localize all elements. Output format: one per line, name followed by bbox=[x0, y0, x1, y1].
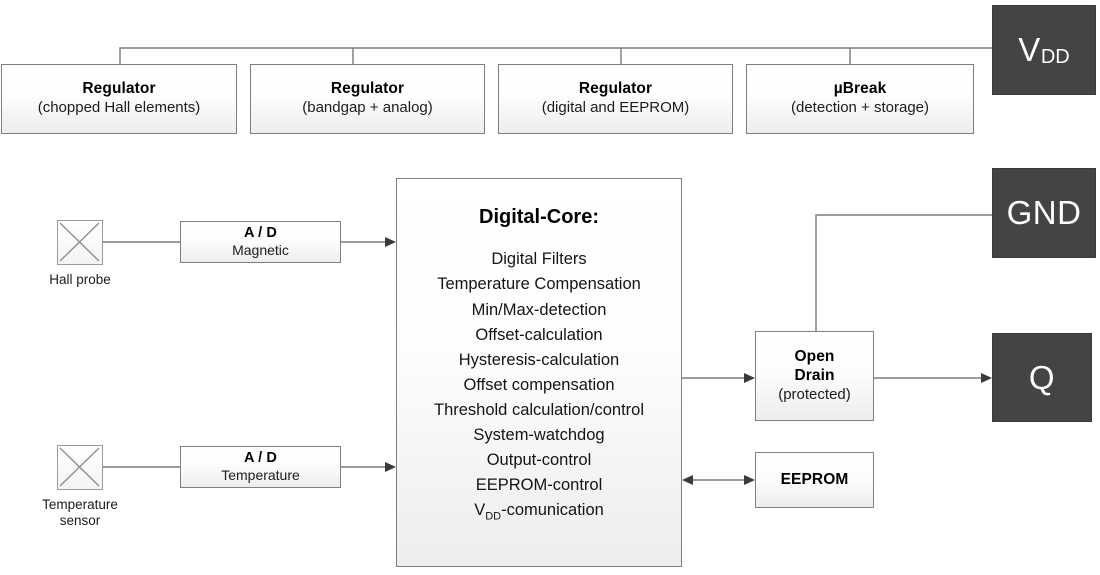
regulator-chopped-hall-title: Regulator bbox=[82, 80, 156, 98]
core-function-item: Offset-calculation bbox=[475, 325, 603, 344]
gnd-pad-label: GND bbox=[1006, 194, 1082, 231]
core-function-item: EEPROM-control bbox=[475, 476, 603, 495]
open-drain-line3: (protected) bbox=[778, 385, 851, 403]
adc-magnetic-title: A / D bbox=[244, 224, 277, 241]
adc-magnetic-subtitle: Magnetic bbox=[232, 242, 289, 259]
regulator-bandgap-analog-title: Regulator bbox=[330, 80, 405, 98]
regulator-chopped-hall-block[interactable]: Regulator (chopped Hall elements) bbox=[1, 64, 237, 134]
regulator-chopped-hall-subtitle: (chopped Hall elements) bbox=[37, 99, 201, 117]
q-pad-label: Q bbox=[1028, 358, 1056, 396]
arrowhead-eeprom-to-core bbox=[682, 475, 693, 485]
core-function-item: Output-control bbox=[486, 451, 592, 470]
ubreak-block[interactable]: µBreak (detection + storage) bbox=[746, 64, 974, 134]
core-function-item: Threshold calculation/control bbox=[433, 400, 645, 419]
temperature-sensor-caption-line1: Temperature bbox=[42, 497, 118, 512]
temperature-sensor-icon bbox=[57, 445, 103, 490]
digital-core-block[interactable]: Digital-Core: Digital Filters Temperatur… bbox=[396, 178, 682, 567]
open-drain-line2: Drain bbox=[794, 366, 835, 384]
arrowhead-core-to-eeprom bbox=[744, 475, 755, 485]
ubreak-subtitle: (detection + storage) bbox=[791, 99, 929, 117]
hall-probe-caption: Hall probe bbox=[49, 272, 111, 287]
core-vdd-suffix: -comunication bbox=[501, 501, 604, 520]
open-drain-block[interactable]: Open Drain (protected) bbox=[755, 331, 874, 421]
regulator-bandgap-analog-block[interactable]: Regulator (bandgap + analog) bbox=[250, 64, 485, 134]
regulator-digital-eeprom-block[interactable]: Regulator (digital and EEPROM) bbox=[498, 64, 733, 134]
eeprom-label: EEPROM bbox=[780, 470, 849, 488]
arrowhead-core-to-open-drain bbox=[744, 373, 755, 383]
adc-magnetic-block[interactable]: A / D Magnetic bbox=[180, 221, 341, 263]
regulator-digital-eeprom-title: Regulator bbox=[578, 80, 653, 98]
core-function-item: System-watchdog bbox=[473, 425, 605, 444]
temperature-sensor-caption: Temperature sensor bbox=[10, 497, 150, 529]
q-pad[interactable]: Q bbox=[992, 333, 1092, 422]
vdd-pad-label: V bbox=[1018, 31, 1041, 68]
vdd-pad-label-subscript: DD bbox=[1040, 45, 1070, 68]
wire-vdd-bus bbox=[119, 47, 992, 64]
digital-core-function-list: Digital Filters Temperature Compensation… bbox=[397, 247, 681, 525]
adc-temperature-title: A / D bbox=[244, 449, 277, 466]
core-function-item: Offset compensation bbox=[463, 375, 615, 394]
arrowhead-adc-temp-to-core bbox=[385, 462, 396, 472]
adc-temperature-block[interactable]: A / D Temperature bbox=[180, 446, 341, 488]
eeprom-block[interactable]: EEPROM bbox=[755, 452, 874, 508]
digital-core-title: Digital-Core: bbox=[479, 206, 599, 228]
hall-probe-icon bbox=[57, 220, 103, 265]
arrowhead-adc-mag-to-core bbox=[385, 237, 396, 247]
core-function-item: Digital Filters bbox=[491, 250, 587, 269]
core-function-item: Temperature Compensation bbox=[437, 275, 641, 294]
core-function-item-vdd: VDD-comunication bbox=[397, 498, 681, 525]
open-drain-line1: Open bbox=[794, 347, 835, 365]
core-function-item: Hysteresis-calculation bbox=[458, 350, 620, 369]
temperature-sensor-caption-line2: sensor bbox=[59, 513, 101, 529]
gnd-pad[interactable]: GND bbox=[992, 168, 1096, 258]
core-vdd-subscript: DD bbox=[485, 510, 502, 523]
regulator-digital-eeprom-subtitle: (digital and EEPROM) bbox=[541, 99, 690, 117]
core-vdd-prefix: V bbox=[474, 501, 486, 520]
ubreak-title: µBreak bbox=[833, 80, 887, 98]
regulator-bandgap-analog-subtitle: (bandgap + analog) bbox=[302, 99, 433, 117]
core-function-item: Min/Max-detection bbox=[471, 300, 607, 319]
adc-temperature-subtitle: Temperature bbox=[221, 467, 300, 484]
wire-gnd-to-open-drain bbox=[815, 214, 992, 331]
arrowhead-open-drain-to-q bbox=[981, 373, 992, 383]
